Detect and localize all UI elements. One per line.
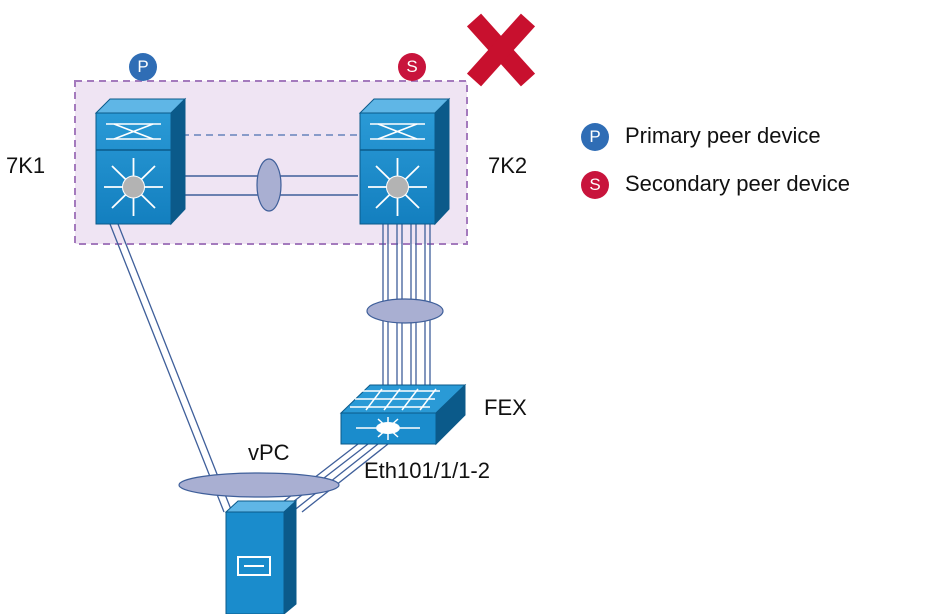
fex-uplink-port-channel [366,298,444,324]
primary-badge: P [129,53,157,81]
switch-7k2-icon [358,97,451,226]
legend-secondary-text: Secondary peer device [625,171,851,196]
interface-label: Eth101/1/1-2 [364,458,490,483]
legend-primary-text: Primary peer device [625,123,821,148]
fex-icon [339,383,467,446]
peer-secondary-label: 7K2 [488,153,528,178]
legend-primary-badge: P [581,123,609,151]
primary-to-server-links [109,223,233,513]
fex-label: FEX [484,395,527,420]
server-icon [224,499,298,614]
vpc-port-channel [178,472,340,498]
vpc-label: vPC [248,440,290,465]
secondary-badge: S [398,53,426,81]
legend-secondary-badge: S [581,171,609,199]
red-x-icon [466,13,536,87]
peer-link-port-channel [256,158,282,212]
switch-7k1-icon [94,97,187,226]
peer-primary-label: 7K1 [6,153,46,178]
